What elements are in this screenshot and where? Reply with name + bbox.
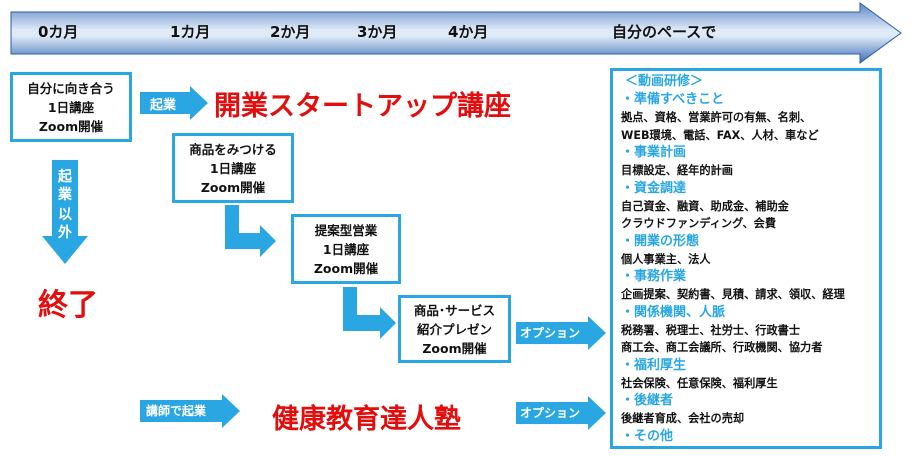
panel-heading: ・その他 (621, 428, 674, 444)
option-label-1: オプション (520, 326, 581, 340)
panel-item: WEB環境、電話、FAX、人材、車など (621, 128, 819, 142)
timeline-label-0: 0カ月 (38, 23, 79, 41)
panel-title: ＜動画研修＞ (625, 74, 704, 89)
option-label-2: オプション (520, 406, 581, 420)
panel-heading: ・開業の形態 (621, 233, 700, 249)
timeline-arrow (10, 2, 902, 64)
arrow-label-kigyo: 起業 (150, 98, 177, 113)
panel-item: 目標設定、経年的計画 (621, 164, 733, 177)
panel-item: 拠点、資格、営業許可の有無、名刺、 (621, 111, 812, 124)
panel-item: 個人事業主、法人 (621, 252, 711, 266)
box-line: 自分に向き合う (27, 80, 115, 96)
panel-heading: ・事務作業 (621, 269, 687, 284)
box-line: Zoom開催 (422, 340, 487, 356)
arrow-right-icon (140, 86, 208, 120)
vertical-char: 外 (58, 225, 72, 241)
vertical-char: 以 (58, 207, 72, 223)
course-box-self: 自分に向き合う 1日講座 Zoom開催 (10, 72, 132, 142)
timeline-label-5: 自分のペースで (612, 23, 717, 41)
juku-title: 健康教育達人塾 (272, 404, 461, 435)
box-line: 1日講座 (209, 160, 257, 176)
panel-heading: ・事業計画 (621, 145, 687, 160)
arrow-down-icon (42, 160, 88, 264)
box-line: 紹介プレゼン (416, 321, 492, 337)
startup-course-title: 開業スタートアップ講座 (214, 91, 511, 122)
timeline-label-2: 2か月 (270, 23, 311, 41)
timeline-label-4: 4か月 (448, 23, 489, 41)
vertical-char: 起 (58, 169, 72, 185)
arrow-right-icon (516, 396, 606, 430)
end-label: 終了 (38, 288, 98, 323)
box-line: 1日講座 (322, 241, 370, 257)
panel-heading: ・関係機関、人脈 (621, 304, 726, 320)
course-box-sales: 提案型営業 1日講座 Zoom開催 (291, 214, 401, 284)
box-line: 提案型営業 (314, 222, 378, 238)
panel-item: 後継者育成、会社の売却 (621, 412, 745, 425)
panel-item: クラウドファンディング、会費 (621, 217, 777, 230)
box-line: 商品･サービス (413, 302, 496, 318)
box-line: Zoom開催 (38, 118, 104, 134)
panel-item: 企画提案、契約書、見積、請求、領収、経理 (621, 288, 845, 301)
course-box-product: 商品をみつける 1日講座 Zoom開催 (172, 133, 294, 203)
panel-heading: ・資金調達 (621, 180, 687, 196)
timeline-label-1: 1カ月 (170, 23, 211, 41)
panel-heading: ・準備すべきこと (621, 92, 725, 107)
box-line: 1日講座 (47, 99, 95, 115)
timeline-label-3: 3か月 (357, 23, 398, 41)
panel-item: 社会保険、任意保険、福利厚生 (621, 376, 778, 390)
panel-item: 自己資金、融資、助成金、補助金 (621, 199, 789, 213)
box-line: Zoom開催 (313, 260, 379, 276)
panel-list: ・準備すべきこと拠点、資格、営業許可の有無、名刺、 WEB環境、電話、FAX、人材… (621, 91, 879, 446)
arrow-right-icon (140, 394, 240, 428)
course-box-presentation: 商品･サービス 紹介プレゼン Zoom開催 (398, 295, 511, 363)
panel-item: 商工会、商工会議所、行政機関、協力者 (621, 341, 823, 354)
video-training-panel: ＜動画研修＞ ・準備すべきこと拠点、資格、営業許可の有無、名刺、 WEB環境、電話… (610, 68, 882, 449)
box-line: Zoom開催 (200, 179, 266, 195)
arrow-right-icon (516, 316, 606, 350)
vertical-char: 業 (58, 187, 72, 203)
arrow-label-koshi: 講師で起業 (146, 404, 207, 418)
panel-item: 税務署、税理士、社労士、行政書士 (621, 323, 801, 337)
panel-heading: ・後継者 (621, 393, 674, 408)
panel-heading: ・福利厚生 (621, 357, 687, 373)
bent-arrow-icon (225, 205, 276, 257)
box-line: 商品をみつける (189, 141, 277, 157)
bent-arrow-icon (343, 287, 396, 339)
